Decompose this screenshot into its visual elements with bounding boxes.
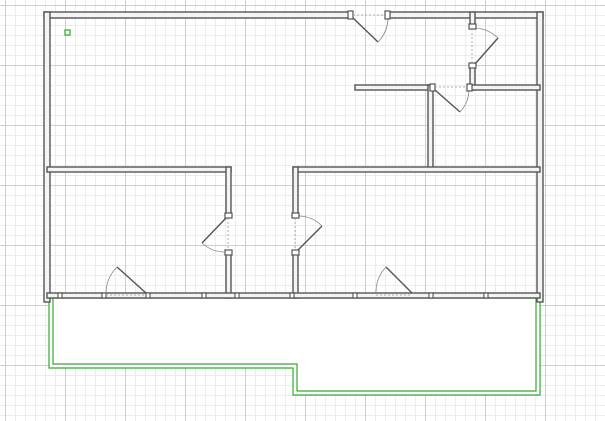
door-deck-left[interactable] [105, 266, 147, 296]
deck-area[interactable] [48, 297, 541, 396]
railing-post [234, 292, 240, 299]
railing-post [145, 292, 151, 299]
door-upper-right[interactable] [468, 23, 499, 69]
railing-posts [57, 292, 489, 299]
railing-post [352, 292, 358, 299]
door-hall-left[interactable] [201, 212, 233, 256]
door-middle-right[interactable] [429, 83, 473, 113]
railing-post [428, 292, 434, 299]
railing-post [483, 292, 489, 299]
door-hall-right[interactable] [291, 212, 323, 256]
selection-handle[interactable] [64, 29, 71, 36]
railing-post [101, 292, 107, 299]
railing-post [289, 292, 295, 299]
railing-post [57, 292, 63, 299]
railing-post [201, 292, 207, 299]
door-deck-right[interactable] [375, 266, 413, 296]
door-top[interactable] [347, 10, 391, 43]
